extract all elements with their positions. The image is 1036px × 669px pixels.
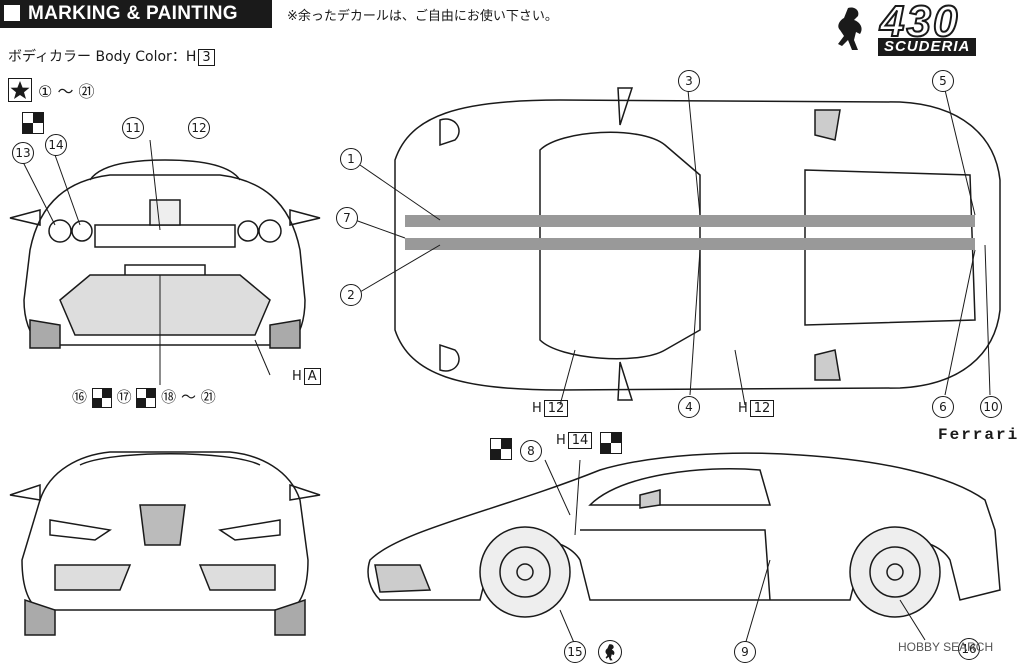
body-color-text: ボディカラー Body Color：H (8, 49, 197, 65)
callout-9: 9 (734, 641, 756, 663)
rear-callout-tilde: 〜 (180, 388, 196, 406)
h-prefix: H (292, 369, 302, 384)
callout-2: 2 (340, 284, 362, 306)
h-prefix: H (532, 401, 542, 416)
callout-8: 8 (520, 440, 542, 462)
callout-12: 12 (188, 117, 210, 139)
side-right-paint-code: 12 (749, 400, 775, 417)
decal-note: ※余ったデカールは、ご自由にお使い下さい。 (287, 9, 558, 24)
star-range: ① 〜 ㉑ (38, 78, 95, 102)
header-square-icon (4, 5, 20, 21)
section-title: MARKING & PAINTING (28, 3, 238, 24)
watermark: HOBBY SEARCH (898, 640, 994, 654)
top-view-drawing (394, 87, 1001, 401)
logo-number: 430 (879, 0, 960, 46)
side-view-drawing (367, 452, 1001, 618)
door-paint-code: 14 (567, 432, 593, 449)
callout-10: 10 (980, 396, 1002, 418)
rear-paint-code: A (303, 368, 321, 385)
rear-callout-17: ⑰ (116, 388, 132, 406)
star-range-from: ① (38, 82, 53, 101)
star-range-to: ㉑ (78, 82, 95, 101)
h-prefix: H (738, 401, 748, 416)
checker-decal-icon (136, 387, 157, 408)
side-left-paint-code: 12 (543, 400, 569, 417)
checker-decal-icon (22, 112, 44, 134)
callout-11: 11 (122, 117, 144, 139)
callout-1: 1 (340, 148, 362, 170)
body-color-code: 3 (198, 49, 215, 66)
h-prefix: H (556, 433, 566, 448)
star-decal-icon (8, 78, 32, 102)
logo-subtitle: SCUDERIA (878, 38, 977, 56)
rear-callout-21: ㉑ (200, 388, 216, 406)
callout-7: 7 (336, 207, 358, 229)
rear-view-drawing (9, 159, 321, 349)
rear-callout-18: ⑱ (161, 388, 177, 406)
callout-15: 15 (564, 641, 586, 663)
star-range-tilde: 〜 (57, 82, 74, 101)
checker-decal-icon (490, 438, 512, 460)
prancing-horse-icon (830, 4, 870, 54)
ferrari-wordmark: Ferrari (938, 426, 1020, 444)
rear-callout-16: ⑯ (72, 388, 88, 406)
horse-decal-icon (598, 640, 622, 664)
callout-4: 4 (678, 396, 700, 418)
rear-callout-row: ⑯ ⑰ ⑱ 〜 ㉑ (72, 386, 216, 408)
checker-decal-icon (91, 387, 112, 408)
callout-5: 5 (932, 70, 954, 92)
front-view-drawing (9, 451, 321, 636)
checker-decal-icon (600, 432, 622, 454)
callout-6: 6 (932, 396, 954, 418)
callout-16: 16 (958, 638, 980, 660)
callout-13: 13 (12, 142, 34, 164)
callout-3: 3 (678, 70, 700, 92)
callout-14: 14 (45, 134, 67, 156)
section-header (0, 0, 272, 28)
